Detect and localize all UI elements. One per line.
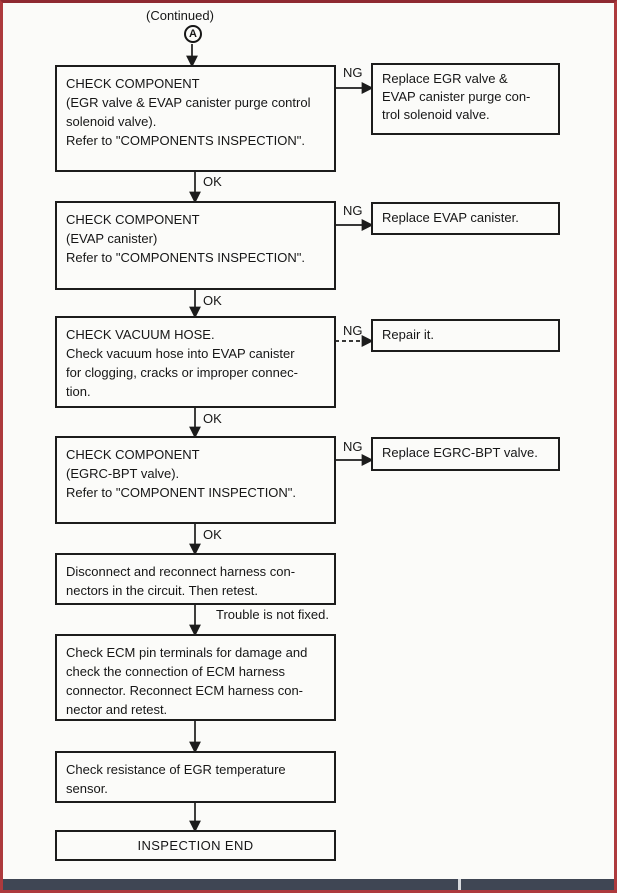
- step-box-reconnect-harness: Disconnect and reconnect harness con- ne…: [55, 553, 336, 605]
- scrollbar-thumb-edge[interactable]: [458, 879, 461, 890]
- continued-label: (Continued): [146, 8, 214, 23]
- ok-label-1: OK: [203, 174, 222, 189]
- ng-label-1: NG: [343, 65, 363, 80]
- result-box-repair-it: Repair it.: [371, 319, 560, 352]
- ng-label-3: NG: [343, 323, 363, 338]
- step-box-check-ecm-pins: Check ECM pin terminals for damage and c…: [55, 634, 336, 721]
- trouble-not-fixed-label: Trouble is not fixed.: [216, 607, 329, 622]
- step-box-check-egrc-bpt: CHECK COMPONENT (EGRC-BPT valve). Refer …: [55, 436, 336, 524]
- connector-a-badge: A: [184, 25, 202, 43]
- result-box-replace-egr-evap-solenoid: Replace EGR valve & EVAP canister purge …: [371, 63, 560, 135]
- step-box-check-vacuum-hose: CHECK VACUUM HOSE. Check vacuum hose int…: [55, 316, 336, 408]
- inspection-end-box: INSPECTION END: [55, 830, 336, 861]
- horizontal-scrollbar[interactable]: [3, 879, 614, 890]
- step-box-check-evap-canister: CHECK COMPONENT (EVAP canister) Refer to…: [55, 201, 336, 290]
- step-box-check-egr-evap-solenoid: CHECK COMPONENT (EGR valve & EVAP canist…: [55, 65, 336, 172]
- ng-label-2: NG: [343, 203, 363, 218]
- ok-label-4: OK: [203, 527, 222, 542]
- step-box-check-egr-temp-sensor: Check resistance of EGR temperature sens…: [55, 751, 336, 803]
- ok-label-2: OK: [203, 293, 222, 308]
- ng-label-4: NG: [343, 439, 363, 454]
- ok-label-3: OK: [203, 411, 222, 426]
- result-box-replace-evap-canister: Replace EVAP canister.: [371, 202, 560, 235]
- result-box-replace-egrc-bpt: Replace EGRC-BPT valve.: [371, 437, 560, 471]
